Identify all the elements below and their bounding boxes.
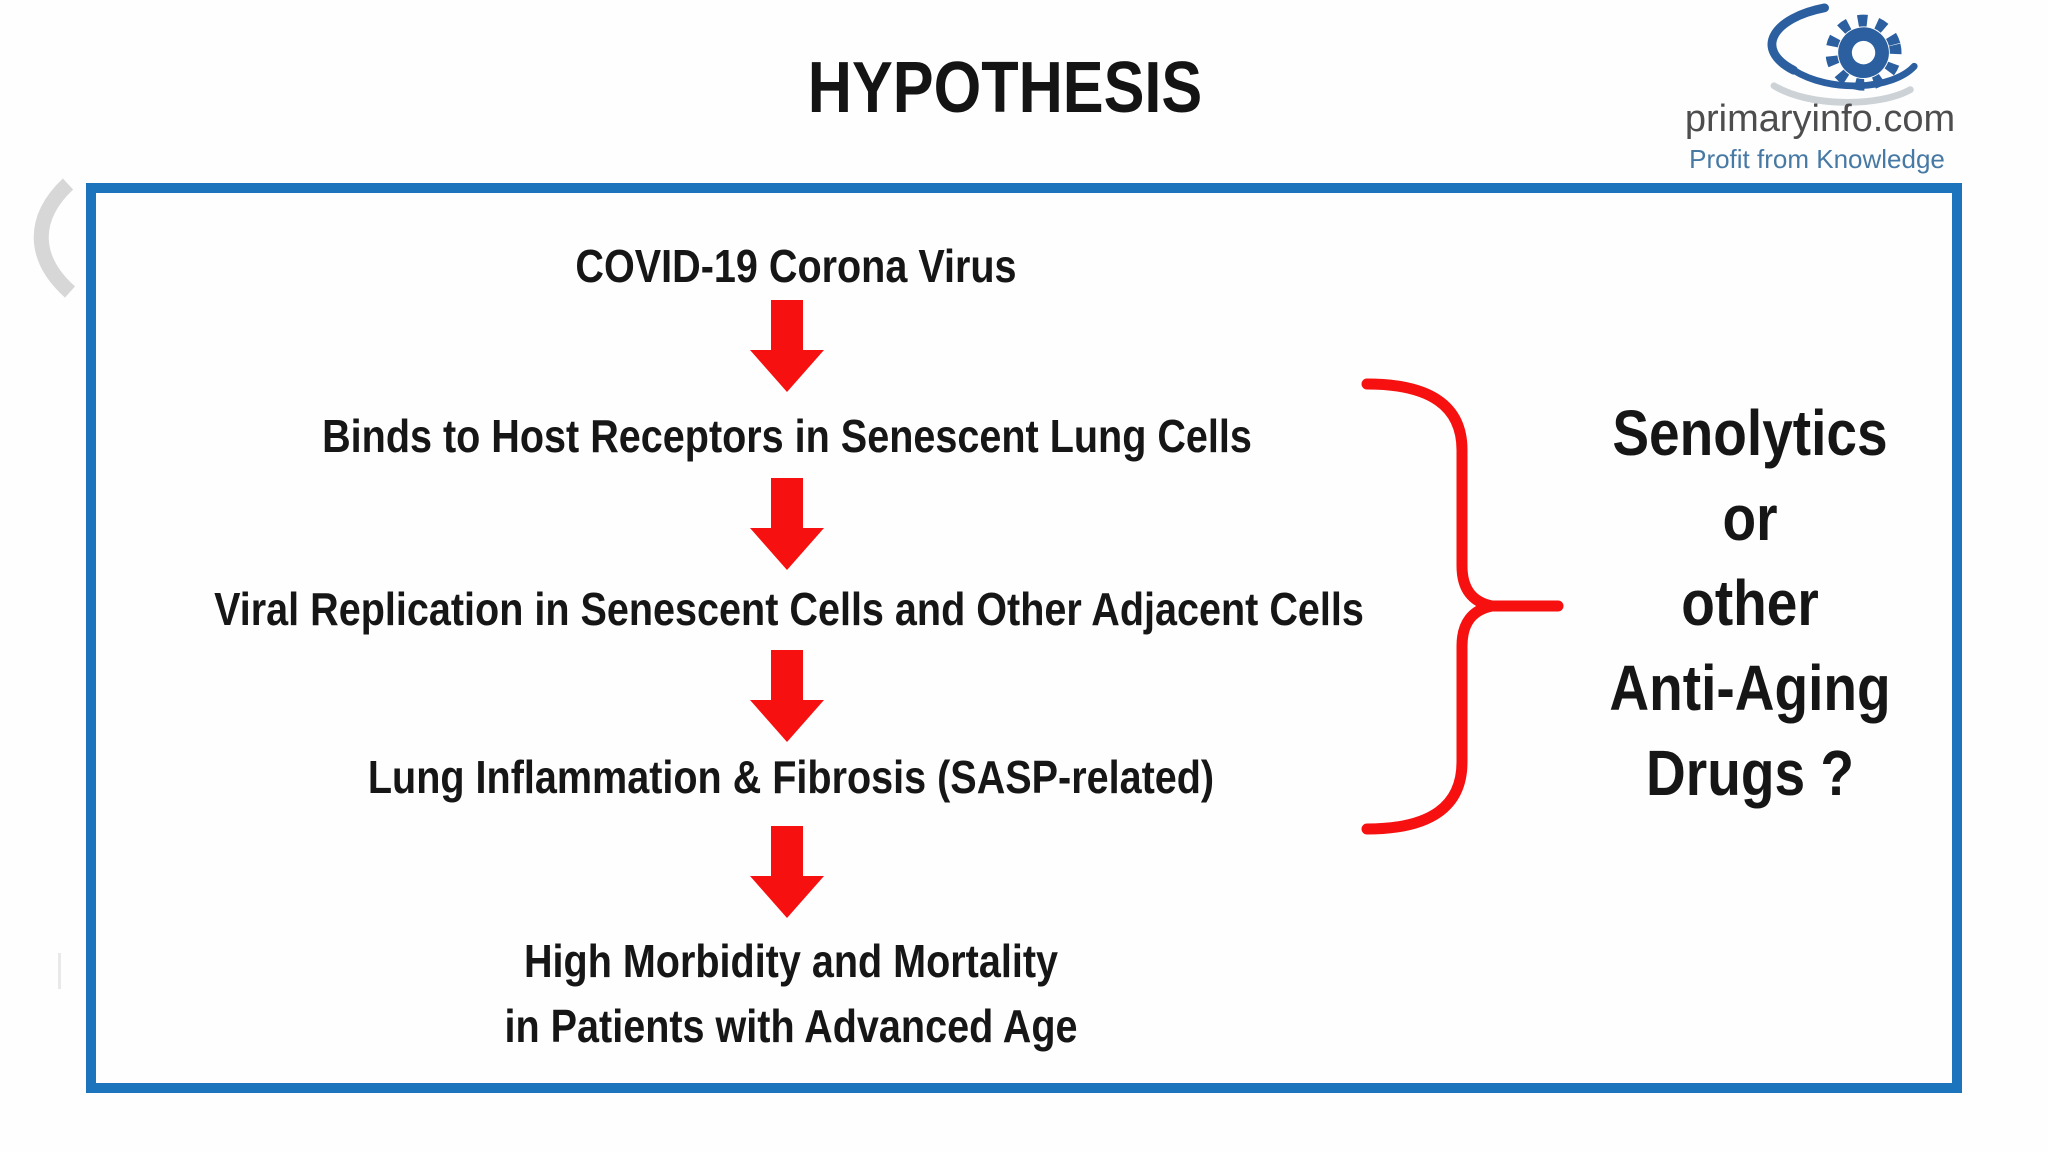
gear-body <box>1838 27 1889 78</box>
flow-step-covid: COVID-19 Corona Virus <box>575 240 1017 292</box>
logo-swoosh-left <box>1767 3 1829 75</box>
down-arrow-icon <box>750 650 824 742</box>
brace-icon <box>1361 378 1564 835</box>
page-title: HYPOTHESIS <box>807 48 1203 128</box>
down-arrow-icon <box>750 300 824 392</box>
flow-step-binds-receptors: Binds to Host Receptors in Senescent Lun… <box>322 410 1252 462</box>
logo-swoosh-shadow <box>1770 82 1914 106</box>
down-arrow-icon <box>750 826 824 918</box>
down-arrow-icon <box>750 478 824 570</box>
logo-tagline: Profit from Knowledge <box>1689 144 1945 174</box>
annotation-line: or <box>1722 482 1778 554</box>
annotation-senolytics: Senolytics or other Anti-Aging Drugs ? <box>1609 391 1890 816</box>
crescent-decoration <box>33 178 76 298</box>
annotation-line: Senolytics <box>1612 397 1888 469</box>
gear-icon <box>1767 3 1918 106</box>
logo-site-name: primaryinfo.com <box>1684 98 1956 140</box>
flow-step-viral-replication: Viral Replication in Senescent Cells and… <box>214 583 1364 635</box>
flow-step-morbidity-mortality: High Morbidity and Mortality in Patients… <box>504 935 1078 1052</box>
annotation-line: other <box>1681 567 1819 639</box>
hypothesis-box <box>86 183 1962 1093</box>
edge-mark-decoration <box>58 953 61 989</box>
annotation-line: Drugs ? <box>1646 737 1854 809</box>
annotation-line: Anti-Aging <box>1609 652 1891 724</box>
flow-step-lung-inflammation: Lung Inflammation & Fibrosis (SASP-relat… <box>367 751 1215 803</box>
